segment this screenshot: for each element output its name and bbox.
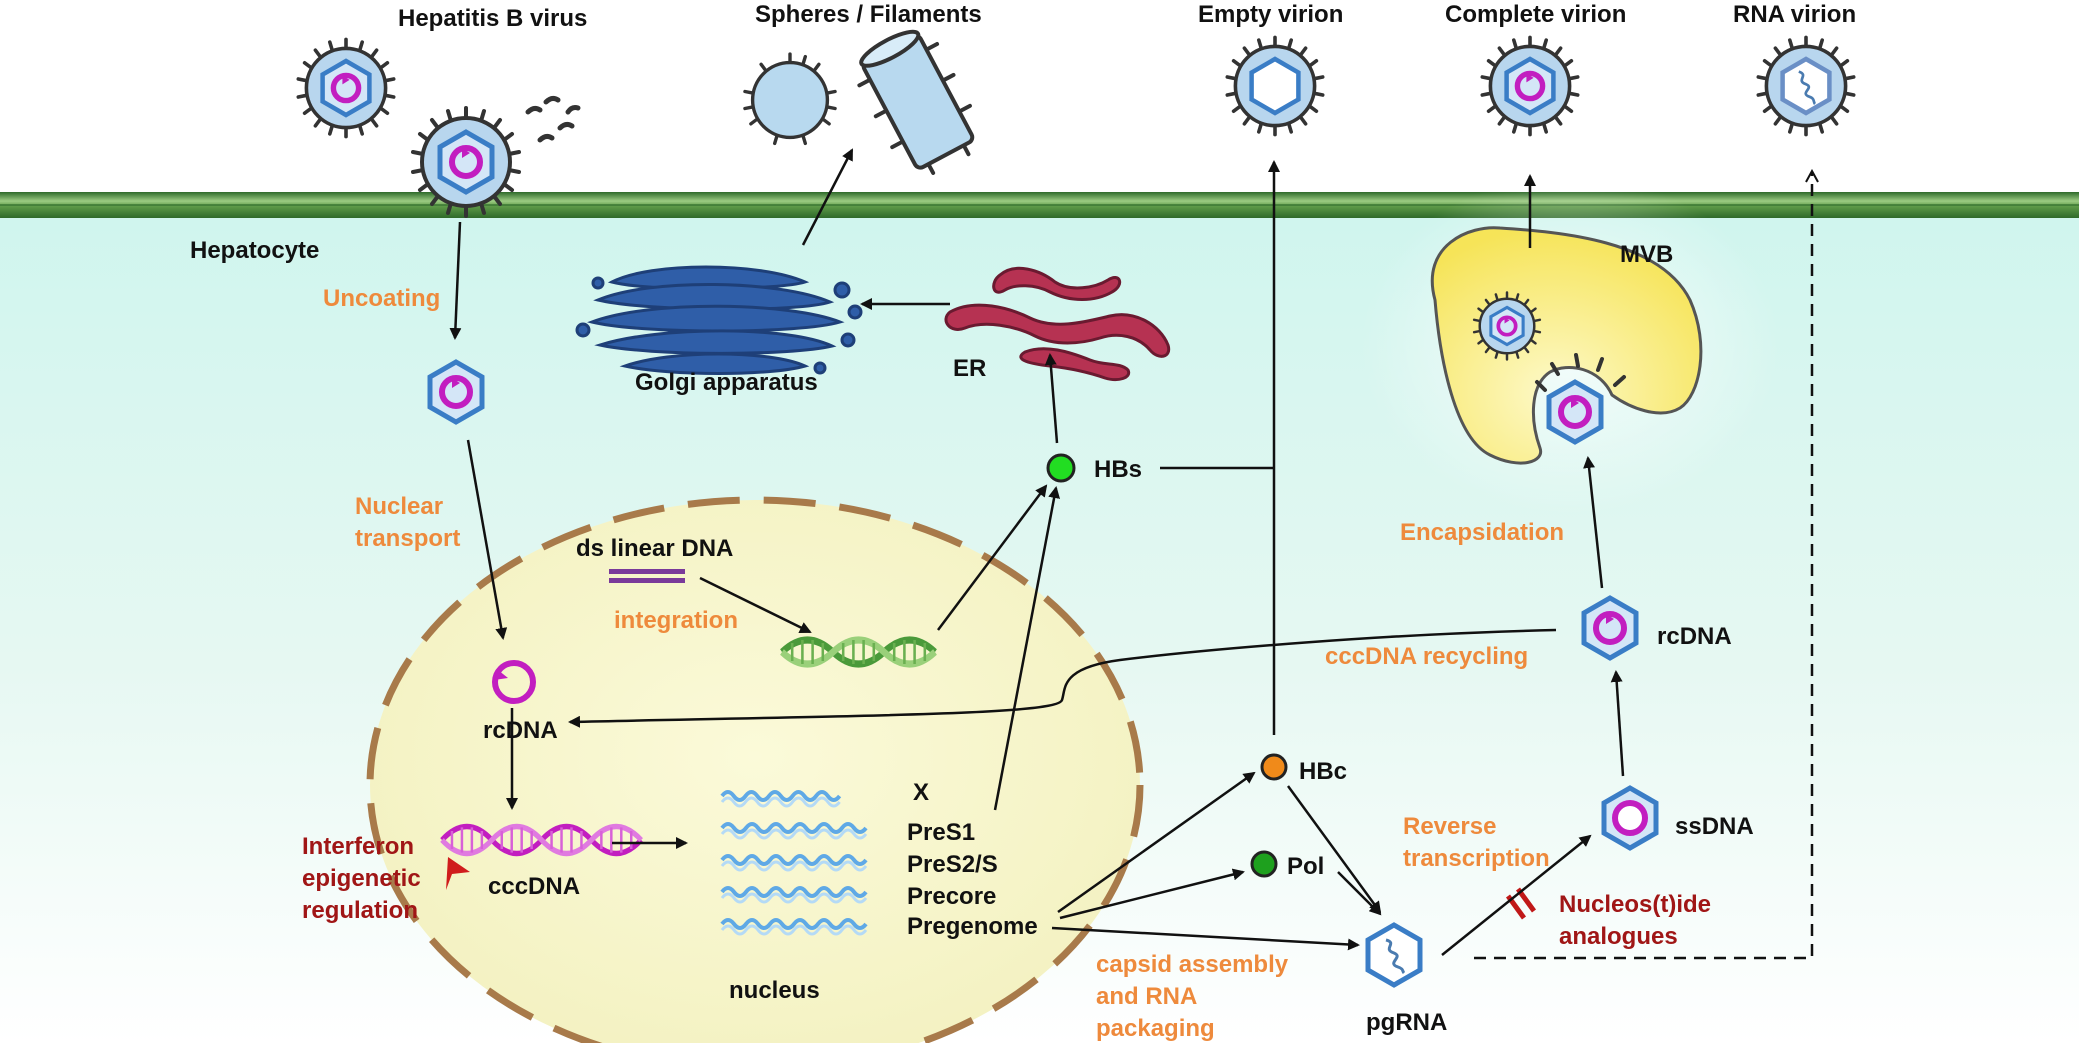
- mvb-icon: [1431, 226, 1703, 465]
- rcdna-capsid-icon: [1584, 598, 1636, 658]
- label-pres1: PreS1: [907, 819, 976, 846]
- label-rcdna-cytoplasm: rcDNA: [1657, 623, 1732, 650]
- label-nucleosides-line1: Nucleos(t)ide: [1559, 891, 1712, 918]
- label-complete-virion: Complete virion: [1445, 1, 1627, 28]
- pathway-arrows: [449, 148, 1812, 960]
- ds-linear-dna-icon: [609, 569, 685, 583]
- label-rcdna-nucleus: rcDNA: [483, 717, 558, 744]
- label-reverse-transcription-line2: transcription: [1403, 845, 1550, 872]
- label-golgi-apparatus: Golgi apparatus: [635, 369, 818, 396]
- label-capsid-assembly-line1: capsid assembly: [1096, 951, 1289, 978]
- pol-protein-icon: [1250, 850, 1278, 878]
- ssdna-capsid-icon: [1601, 785, 1659, 851]
- label-pgrna: pgRNA: [1366, 1009, 1448, 1036]
- label-hbs: HBs: [1094, 456, 1143, 483]
- label-nuclear-transport-line2: transport: [355, 525, 461, 552]
- label-encapsidation: Encapsidation: [1400, 519, 1565, 546]
- hbc-protein-icon: [1260, 753, 1288, 781]
- label-spheres-filaments: Spheres / Filaments: [755, 1, 982, 28]
- label-capsid-assembly-line2: and RNA: [1096, 983, 1198, 1010]
- label-nucleosides-line2: analogues: [1559, 923, 1678, 950]
- er-icon: [944, 266, 1171, 382]
- label-precore: Precore: [907, 883, 997, 910]
- label-integration: integration: [614, 607, 738, 634]
- label-empty-virion: Empty virion: [1198, 1, 1344, 28]
- label-cccdna-recycling: cccDNA recycling: [1325, 643, 1529, 670]
- interferon-arrowhead-icon: [446, 857, 470, 890]
- label-cccdna: cccDNA: [488, 873, 581, 900]
- label-hepatocyte: Hepatocyte: [190, 237, 320, 264]
- filament-particle-icon: [857, 29, 975, 175]
- label-reverse-transcription-line1: Reverse: [1403, 813, 1497, 840]
- label-er: ER: [953, 355, 987, 382]
- label-hepatitis-b-virus: Hepatitis B virus: [398, 5, 588, 32]
- hbv-virion-icon: [298, 39, 393, 136]
- label-x: X: [913, 779, 930, 806]
- label-pregenome: Pregenome: [907, 913, 1038, 940]
- label-pol: Pol: [1287, 853, 1325, 880]
- label-capsid-assembly-line3: packaging: [1096, 1015, 1215, 1042]
- shed-fragments-icon: [525, 95, 581, 143]
- rna-virion-icon: [1758, 37, 1853, 134]
- hbs-protein-icon: [1046, 453, 1076, 483]
- label-ssdna: ssDNA: [1675, 813, 1754, 840]
- nucleus-icon: [366, 496, 1144, 1048]
- uncoated-capsid-icon: [430, 362, 482, 422]
- label-interferon-line3: regulation: [302, 897, 419, 924]
- label-uncoating: Uncoating: [323, 285, 441, 312]
- nuclear-rcdna-icon: [492, 660, 536, 704]
- label-interferon-line1: Interferon: [302, 833, 415, 860]
- label-hbc: HBc: [1299, 758, 1348, 785]
- label-interferon-line2: epigenetic: [302, 865, 421, 892]
- golgi-apparatus-icon: [575, 265, 863, 375]
- label-nucleus: nucleus: [729, 977, 820, 1004]
- complete-virion-icon: [1482, 37, 1577, 134]
- pgrna-capsid-icon: [1365, 922, 1423, 988]
- empty-virion-icon: [1227, 37, 1322, 134]
- label-mvb: MVB: [1620, 241, 1674, 268]
- label-rna-virion: RNA virion: [1733, 1, 1857, 28]
- sphere-particle-icon: [743, 52, 837, 146]
- label-nuclear-transport-line1: Nuclear: [355, 493, 444, 520]
- mvb-budding-capsid-icon: [1535, 353, 1626, 442]
- label-ds-linear-dna: ds linear DNA: [576, 535, 734, 562]
- label-pres2s: PreS2/S: [907, 851, 998, 878]
